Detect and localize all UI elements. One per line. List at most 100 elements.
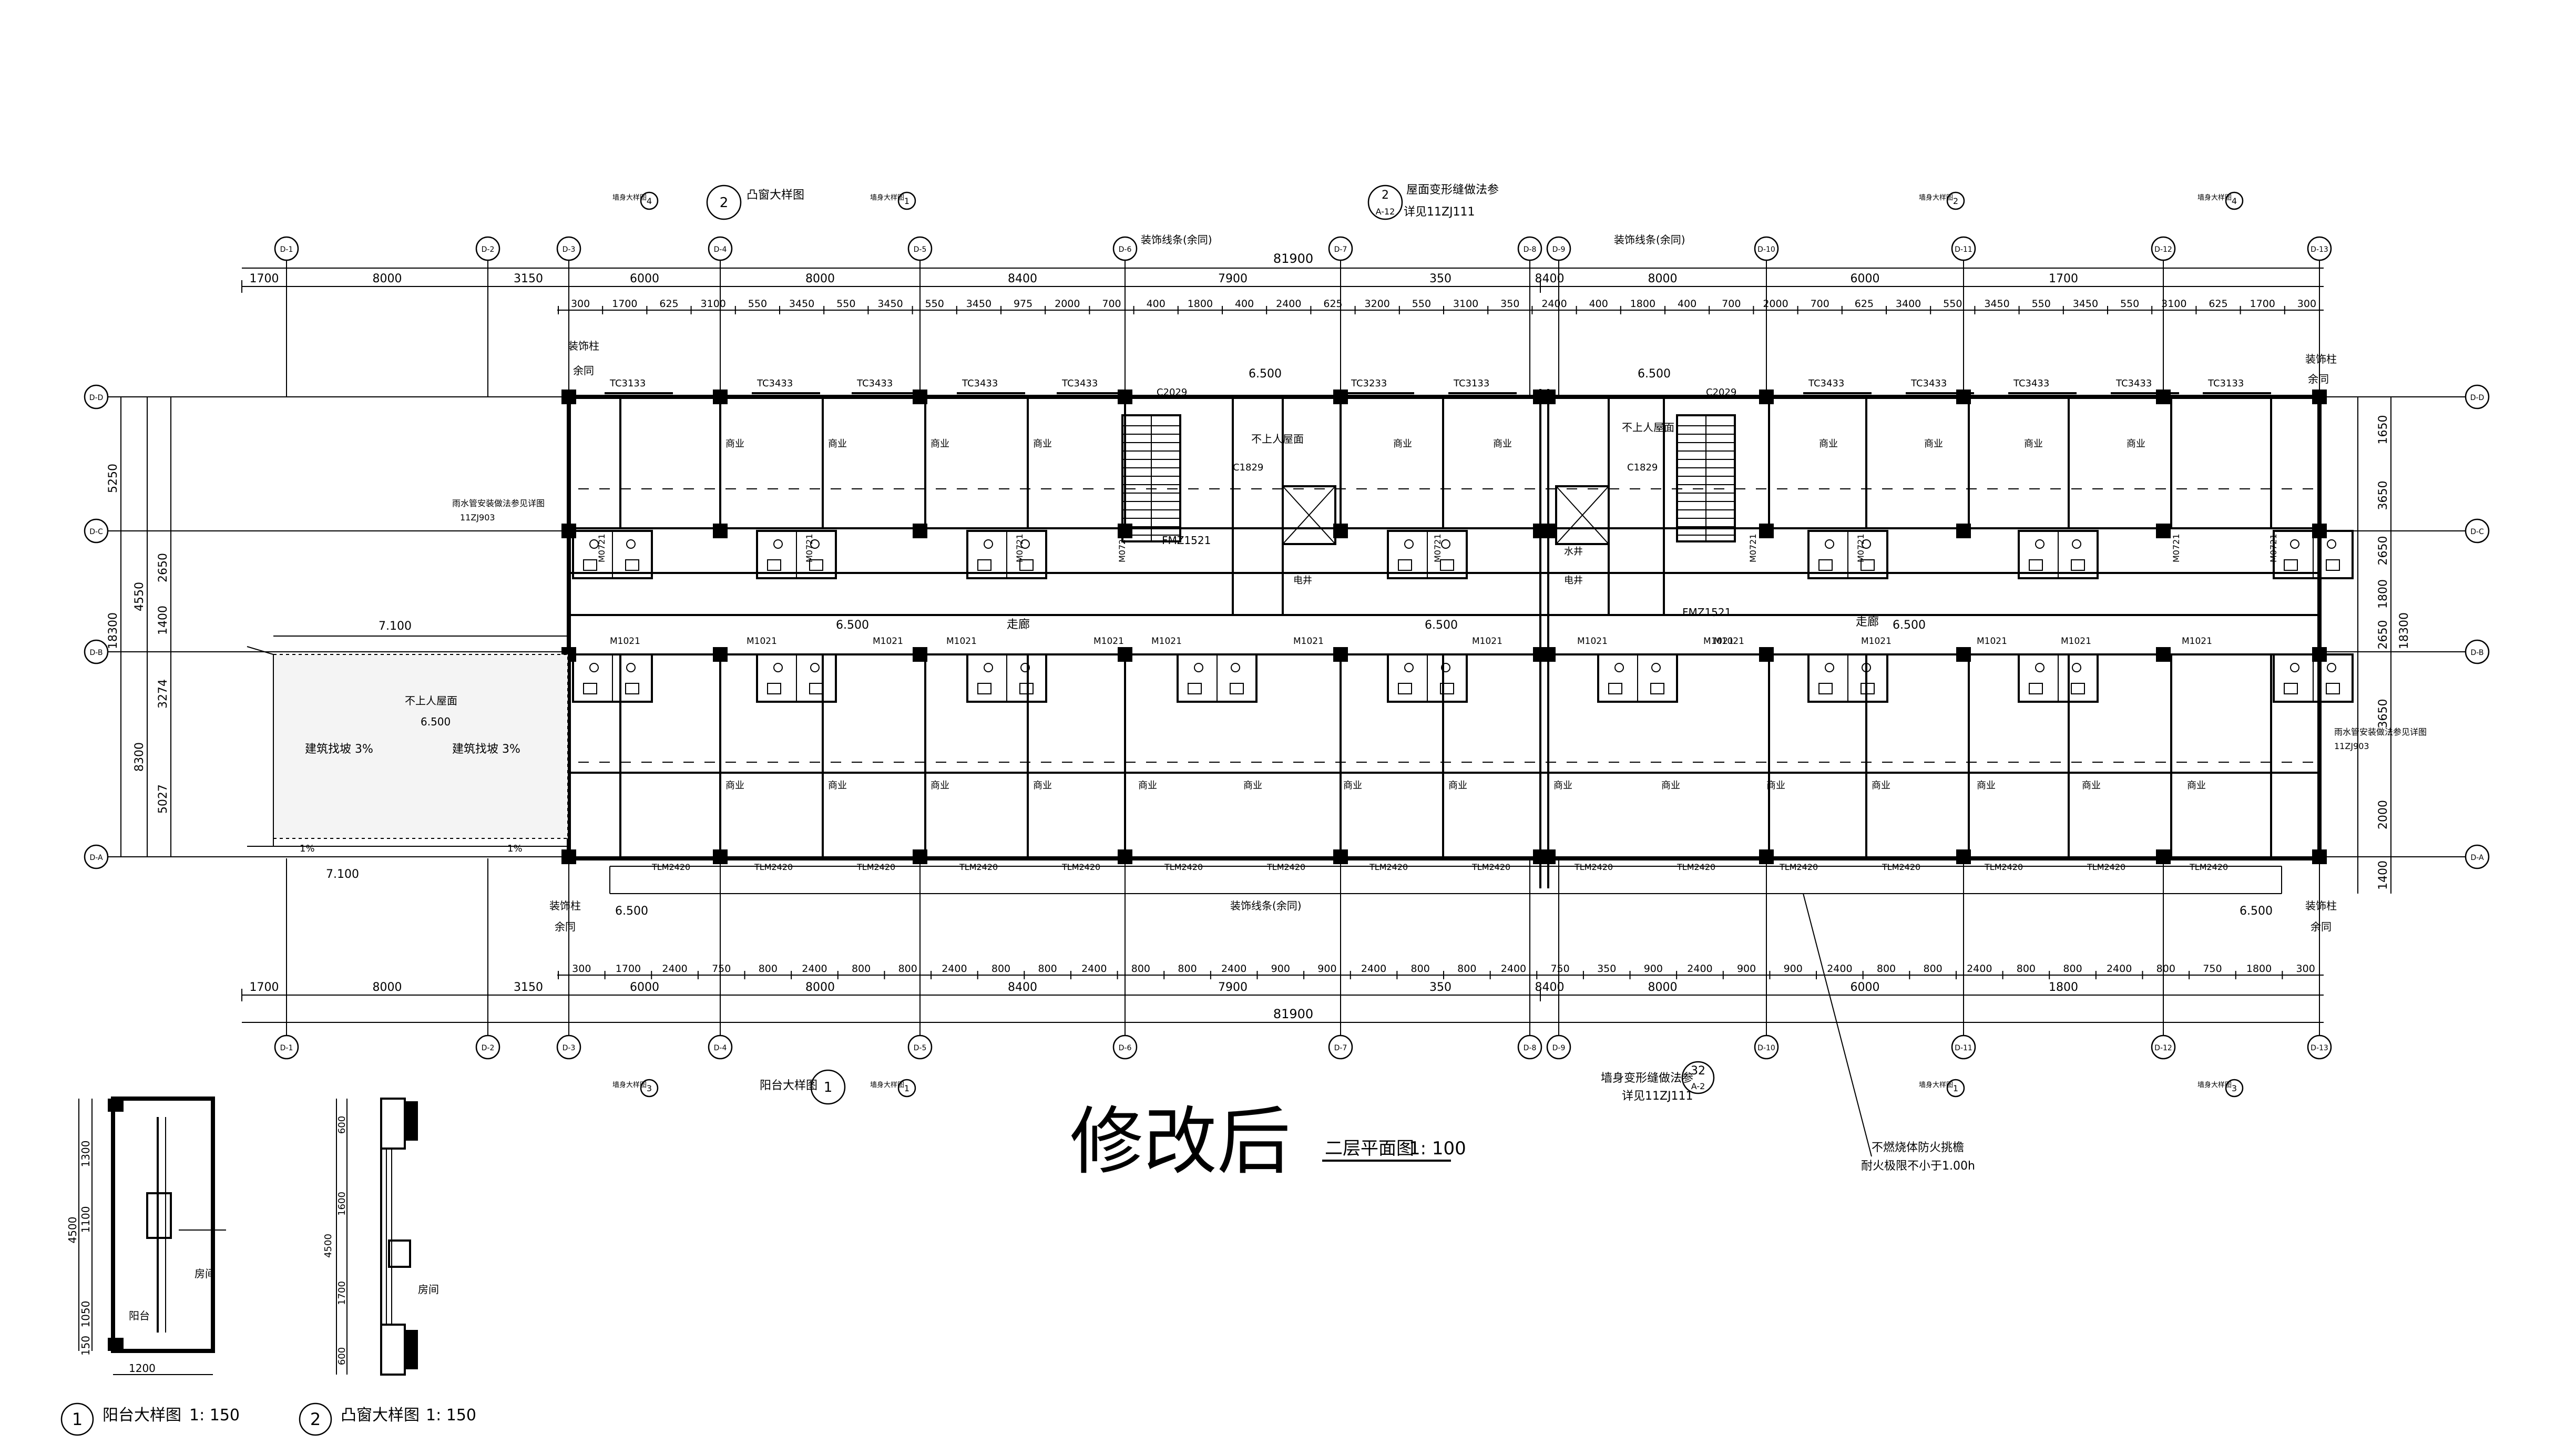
sub-dim: 3450: [2073, 298, 2098, 310]
window-tag-bottom: TLM2420: [651, 862, 690, 872]
column: [913, 849, 927, 864]
room-label-balcony: 房间: [195, 1267, 216, 1280]
toilet-fixture: [2284, 683, 2298, 694]
window-tag-top: TC3233: [1351, 378, 1387, 389]
sub-dim: 800: [1457, 963, 1476, 975]
room-label-shop: 商业: [725, 780, 744, 791]
column: [913, 390, 927, 404]
sub-dim: 3100: [701, 298, 726, 310]
bay-dim: 6000: [1851, 272, 1880, 285]
column: [1333, 849, 1348, 864]
sub-dim: 1800: [1188, 298, 1213, 310]
wall-tag-no-bottom: 1: [904, 1083, 909, 1093]
door-tag: M1021: [747, 636, 777, 647]
column: [913, 647, 927, 662]
column: [713, 524, 728, 538]
axis-bubble-top: [274, 236, 299, 261]
sub-dim: 625: [1855, 298, 1874, 310]
elev-shaft-label-right: 电井: [1564, 575, 1583, 586]
sub-dim: 300: [571, 298, 590, 310]
room-label-shop: 商业: [1448, 780, 1467, 791]
sub-dim: 800: [1877, 963, 1896, 975]
column: [2312, 390, 2327, 404]
elevator-right: 水井 电井: [1555, 485, 1610, 586]
elev-bottom-left: 6.500: [615, 905, 648, 918]
wall-tag-no: 4: [647, 196, 652, 206]
bay-dim: 8400: [1535, 981, 1565, 994]
balcony-detail-title: 阳台大样图: [103, 1406, 181, 1425]
window-tag-bottom: TLM2420: [1369, 862, 1408, 872]
elev-corridor-mid: 6.500: [1425, 619, 1458, 632]
pipe-note-left: 雨水管安装做法参见详图: [452, 498, 545, 508]
roof-area-note: 不上人屋面: [405, 694, 457, 707]
window-tag-bottom: TLM2420: [2087, 862, 2125, 872]
wall-joint-bubble-ref: A-2: [1691, 1081, 1705, 1091]
window-tag-bottom: TLM2420: [1574, 862, 1613, 872]
deco-column-label-br: 装饰柱: [2305, 899, 2337, 912]
column: [1956, 390, 1971, 404]
wall-tag-label-bottom: 墙身大样图: [1919, 1081, 1953, 1089]
axis-label-top: D-1: [280, 245, 293, 254]
basin: [1651, 663, 1661, 672]
window-tag-bottom: TLM2420: [1882, 862, 1920, 872]
column: [1541, 390, 1556, 404]
room-label-shop: 商业: [1393, 438, 1412, 449]
balcony-dim-4: 150: [79, 1336, 92, 1356]
right-dim: 1400: [2377, 860, 2390, 890]
plan-scale: 1: 100: [1409, 1138, 1466, 1159]
sub-dim: 800: [2156, 963, 2175, 975]
axis-bubble-right: [2465, 518, 2490, 544]
wall-joint-bubble-no: 32: [1691, 1064, 1705, 1078]
axis-bubble-top: [1546, 236, 1571, 261]
roof-area-elev: 6.500: [421, 715, 451, 728]
column: [1118, 849, 1132, 864]
wall-joint-note: 墙身变形缝做法参: [1601, 1072, 1693, 1085]
basin: [2290, 539, 2299, 549]
axis-bubble-bottom: [1112, 1034, 1138, 1060]
window-tag-bottom: TLM2420: [1471, 862, 1510, 872]
wall-tag-label-bottom: 墙身大样图: [2197, 1081, 2232, 1089]
bay-dim: 1700: [2049, 272, 2078, 285]
axis-label-bottom: D-11: [1955, 1044, 1972, 1052]
axis-label-top: D-10: [1757, 245, 1775, 254]
toilet-fixture: [625, 559, 639, 571]
sub-dim: 550: [748, 298, 767, 310]
window-tag-c1829: C1829: [1233, 462, 1263, 473]
sub-dim: 3200: [1365, 298, 1390, 310]
room-label-shop: 商业: [1766, 780, 1785, 791]
axis-label-top: D-9: [1552, 245, 1566, 254]
column: [713, 390, 728, 404]
axis-label-top: D-12: [2154, 245, 2172, 254]
right-dim: 3650: [2377, 481, 2390, 510]
sub-dim: 900: [1784, 963, 1803, 975]
slope-left: 1%: [300, 843, 315, 854]
axis-label-top: D-11: [1955, 245, 1972, 254]
sub-dim: 1700: [616, 963, 641, 975]
column: [561, 849, 576, 864]
basin: [1020, 539, 1030, 549]
basin: [589, 663, 599, 672]
toilet-fixture: [1019, 683, 1034, 694]
basin: [773, 539, 783, 549]
bay-dim: 6000: [1851, 981, 1880, 994]
axis-bubble-left: [84, 844, 109, 869]
sub-dim: 3100: [1453, 298, 1478, 310]
sub-dim: 2400: [1276, 298, 1301, 310]
toilet-fixture: [1861, 683, 1875, 694]
window-tag-c1829-right: C1829: [1627, 462, 1658, 473]
window-tag-top: TC3433: [1910, 378, 1947, 389]
sub-dim: 625: [1323, 298, 1342, 310]
corridor-label-right: 走廊: [1856, 616, 1879, 629]
axis-bubble-bottom: [1328, 1034, 1353, 1060]
axis-label-bottom: D-8: [1524, 1044, 1537, 1052]
basin: [1825, 663, 1834, 672]
wall-tag-bubble-bottom: [1946, 1079, 1965, 1098]
column: [1956, 849, 1971, 864]
sub-dim: 3400: [1896, 298, 1921, 310]
axis-bubble-top: [1328, 236, 1353, 261]
room-label-shop: 商业: [1977, 780, 1996, 791]
axis-bubble-bottom: [556, 1034, 581, 1060]
basin: [2327, 663, 2336, 672]
